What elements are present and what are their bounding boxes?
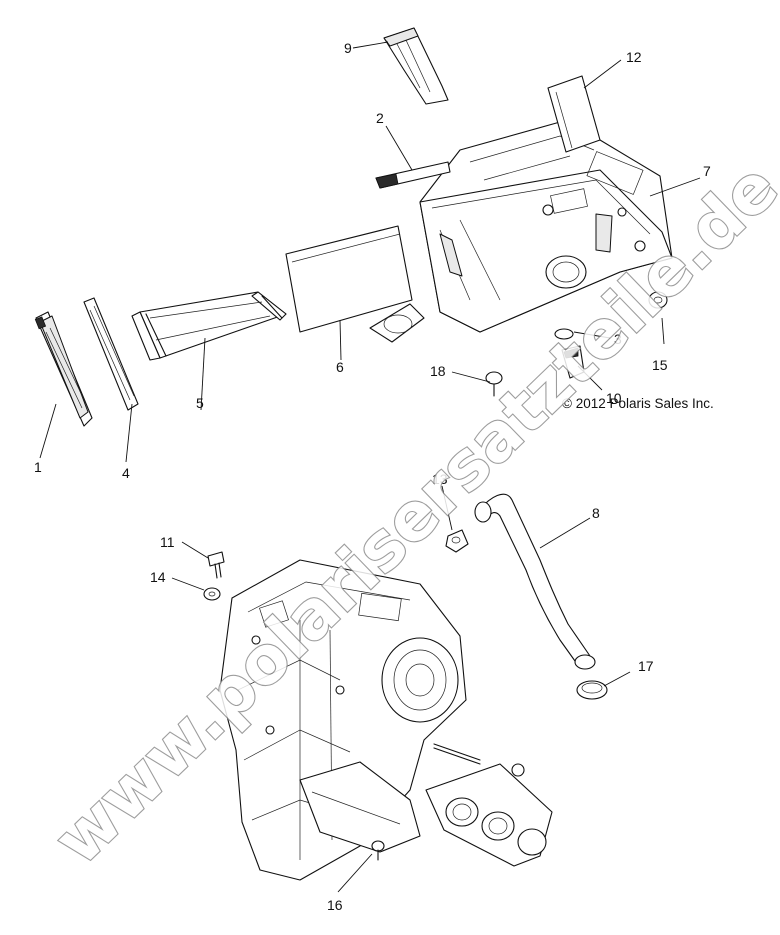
callout-2: 2 xyxy=(376,110,384,126)
callout-4: 4 xyxy=(122,465,130,481)
part-8-hose xyxy=(474,493,596,670)
part-3-oring xyxy=(554,328,574,340)
part-9-duct xyxy=(383,27,449,105)
callout-17: 17 xyxy=(638,658,654,674)
callout-14: 14 xyxy=(150,569,166,585)
part-12-snorkel xyxy=(547,75,601,153)
leader-lines xyxy=(39,41,701,893)
callout-8: 8 xyxy=(592,505,600,521)
part-2-strap xyxy=(375,161,451,189)
callout-3: 3 xyxy=(614,331,622,347)
engine-assembly xyxy=(219,559,467,881)
part-4-gasket xyxy=(83,297,139,411)
part-17-clamp xyxy=(576,680,608,700)
callout-9: 9 xyxy=(344,40,352,56)
part-7-airbox xyxy=(369,121,673,343)
part-18-fastener xyxy=(485,371,503,397)
callout-6: 6 xyxy=(336,359,344,375)
callout-1: 1 xyxy=(34,459,42,475)
part-14-washer xyxy=(203,587,221,601)
part-15-plug xyxy=(648,291,668,309)
callout-13: 13 xyxy=(432,471,448,487)
callout-18: 18 xyxy=(430,363,446,379)
callout-12: 12 xyxy=(626,49,642,65)
callout-7: 7 xyxy=(703,163,711,179)
part-5-filter xyxy=(131,291,287,361)
throttle-body xyxy=(425,743,553,867)
copyright-notice: © 2012 Polaris Sales Inc. xyxy=(562,396,714,411)
callout-labels: 1 9 2 12 7 3 15 18 6 10 5 4 13 8 11 14 1… xyxy=(34,40,711,913)
callout-10: 10 xyxy=(606,390,622,406)
callout-16: 16 xyxy=(327,897,343,913)
callout-5: 5 xyxy=(196,395,204,411)
callout-15: 15 xyxy=(652,357,668,373)
part-6-sleeve xyxy=(285,225,413,333)
part-16-screw xyxy=(371,840,385,861)
callout-11: 11 xyxy=(160,534,175,550)
part-1-end-cover xyxy=(34,311,93,427)
part-11-bolt xyxy=(207,551,225,579)
part-13-nut xyxy=(445,529,469,553)
